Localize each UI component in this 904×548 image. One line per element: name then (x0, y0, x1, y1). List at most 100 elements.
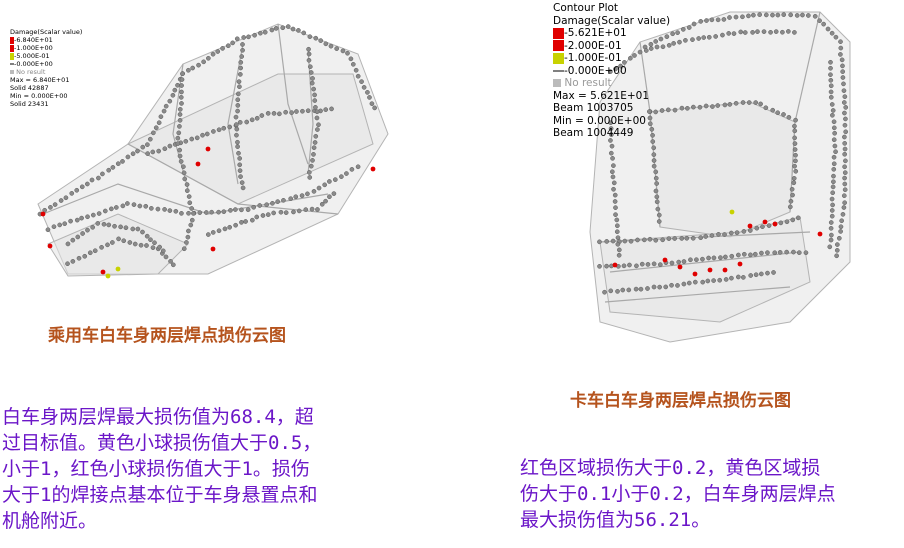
weld-point-medium-damage (115, 266, 121, 272)
weld-point (704, 18, 709, 23)
weld-point (616, 252, 622, 258)
weld-point (227, 224, 233, 230)
weld-point (828, 89, 834, 95)
weld-point (703, 234, 709, 239)
weld-point (329, 106, 334, 112)
weld-point (155, 206, 161, 212)
passenger-car-body-contour-plot: Damage(Scalar value) -6.840E+01 -1.000E+… (8, 14, 408, 304)
weld-point (788, 12, 794, 18)
weld-point (58, 198, 64, 203)
weld-point (182, 176, 188, 182)
weld-point (615, 289, 620, 294)
weld-point (834, 247, 840, 253)
weld-point (264, 202, 269, 208)
weld-point (785, 29, 791, 34)
weld-point-high-damage (210, 246, 216, 252)
weld-point (829, 208, 835, 213)
weld-point (177, 153, 183, 159)
weld-point (647, 109, 652, 114)
weld-point (740, 100, 746, 105)
min-value: Min = 0.000E+00 (553, 114, 646, 127)
weld-point (101, 221, 107, 227)
weld-point (252, 32, 257, 38)
weld-point (180, 71, 185, 77)
weld-point (659, 108, 665, 113)
weld-point (188, 222, 194, 228)
weld-point (602, 289, 607, 295)
weld-point (176, 130, 182, 136)
weld-point (161, 108, 167, 114)
weld-point (283, 210, 289, 215)
weld-point (613, 205, 618, 211)
weld-point (150, 245, 156, 251)
weld-point (834, 253, 839, 259)
weld-point (831, 166, 837, 172)
weld-point (307, 64, 313, 70)
weld-point (235, 108, 240, 114)
weld-point (653, 169, 659, 175)
weld-point (705, 278, 711, 284)
weld-point (189, 206, 194, 211)
weld-point (372, 105, 377, 111)
min-element-id: Solid 23431 (10, 100, 49, 108)
weld-point (758, 271, 764, 277)
weld-point (179, 210, 184, 216)
weld-point (258, 30, 263, 36)
weld-point (185, 234, 191, 240)
weld-point (186, 194, 192, 199)
weld-point (237, 162, 243, 168)
weld-point (828, 94, 834, 100)
weld-point (148, 206, 154, 211)
weld-point (791, 180, 797, 186)
weld-point (177, 147, 183, 153)
weld-point (792, 123, 797, 129)
weld-point (721, 17, 727, 22)
legend-level: -0.000E+00 (10, 60, 82, 68)
weld-point (82, 253, 88, 259)
weld-point (654, 199, 660, 205)
weld-point (184, 182, 190, 187)
weld-point (781, 12, 787, 18)
weld-point (239, 54, 245, 59)
weld-point (243, 219, 248, 224)
weld-point (158, 114, 164, 120)
weld-point (758, 101, 763, 107)
weld-point (147, 136, 153, 142)
weld-point (312, 140, 318, 145)
weld-point (240, 185, 246, 191)
weld-point (353, 67, 359, 73)
weld-point (832, 143, 838, 149)
weld-point (675, 283, 680, 288)
weld-point (789, 186, 795, 192)
weld-point (604, 263, 609, 269)
weld-point (833, 149, 838, 155)
weld-point (794, 13, 800, 18)
weld-point (233, 114, 239, 120)
weld-point (645, 262, 651, 267)
weld-point (283, 109, 288, 115)
weld-point (184, 188, 190, 194)
weld-point (746, 100, 752, 105)
weld-point (152, 240, 157, 246)
weld-point (237, 72, 243, 77)
weld-point (641, 237, 647, 243)
weld-point (639, 261, 645, 267)
weld-point (125, 201, 130, 206)
weld-point (655, 206, 661, 212)
weld-point (830, 112, 835, 118)
weld-point (240, 42, 245, 47)
weld-point (271, 210, 276, 216)
weld-point (791, 249, 796, 255)
weld-point (825, 26, 831, 32)
weld-point (306, 46, 311, 52)
weld-point (790, 217, 796, 223)
weld-point (186, 228, 191, 234)
weld-point (781, 112, 786, 117)
weld-point (753, 272, 759, 278)
weld-point (608, 126, 614, 131)
weld-point (608, 138, 613, 143)
truck-member (604, 286, 791, 303)
weld-point (57, 222, 63, 228)
weld-point (831, 173, 836, 179)
weld-point (651, 163, 657, 169)
